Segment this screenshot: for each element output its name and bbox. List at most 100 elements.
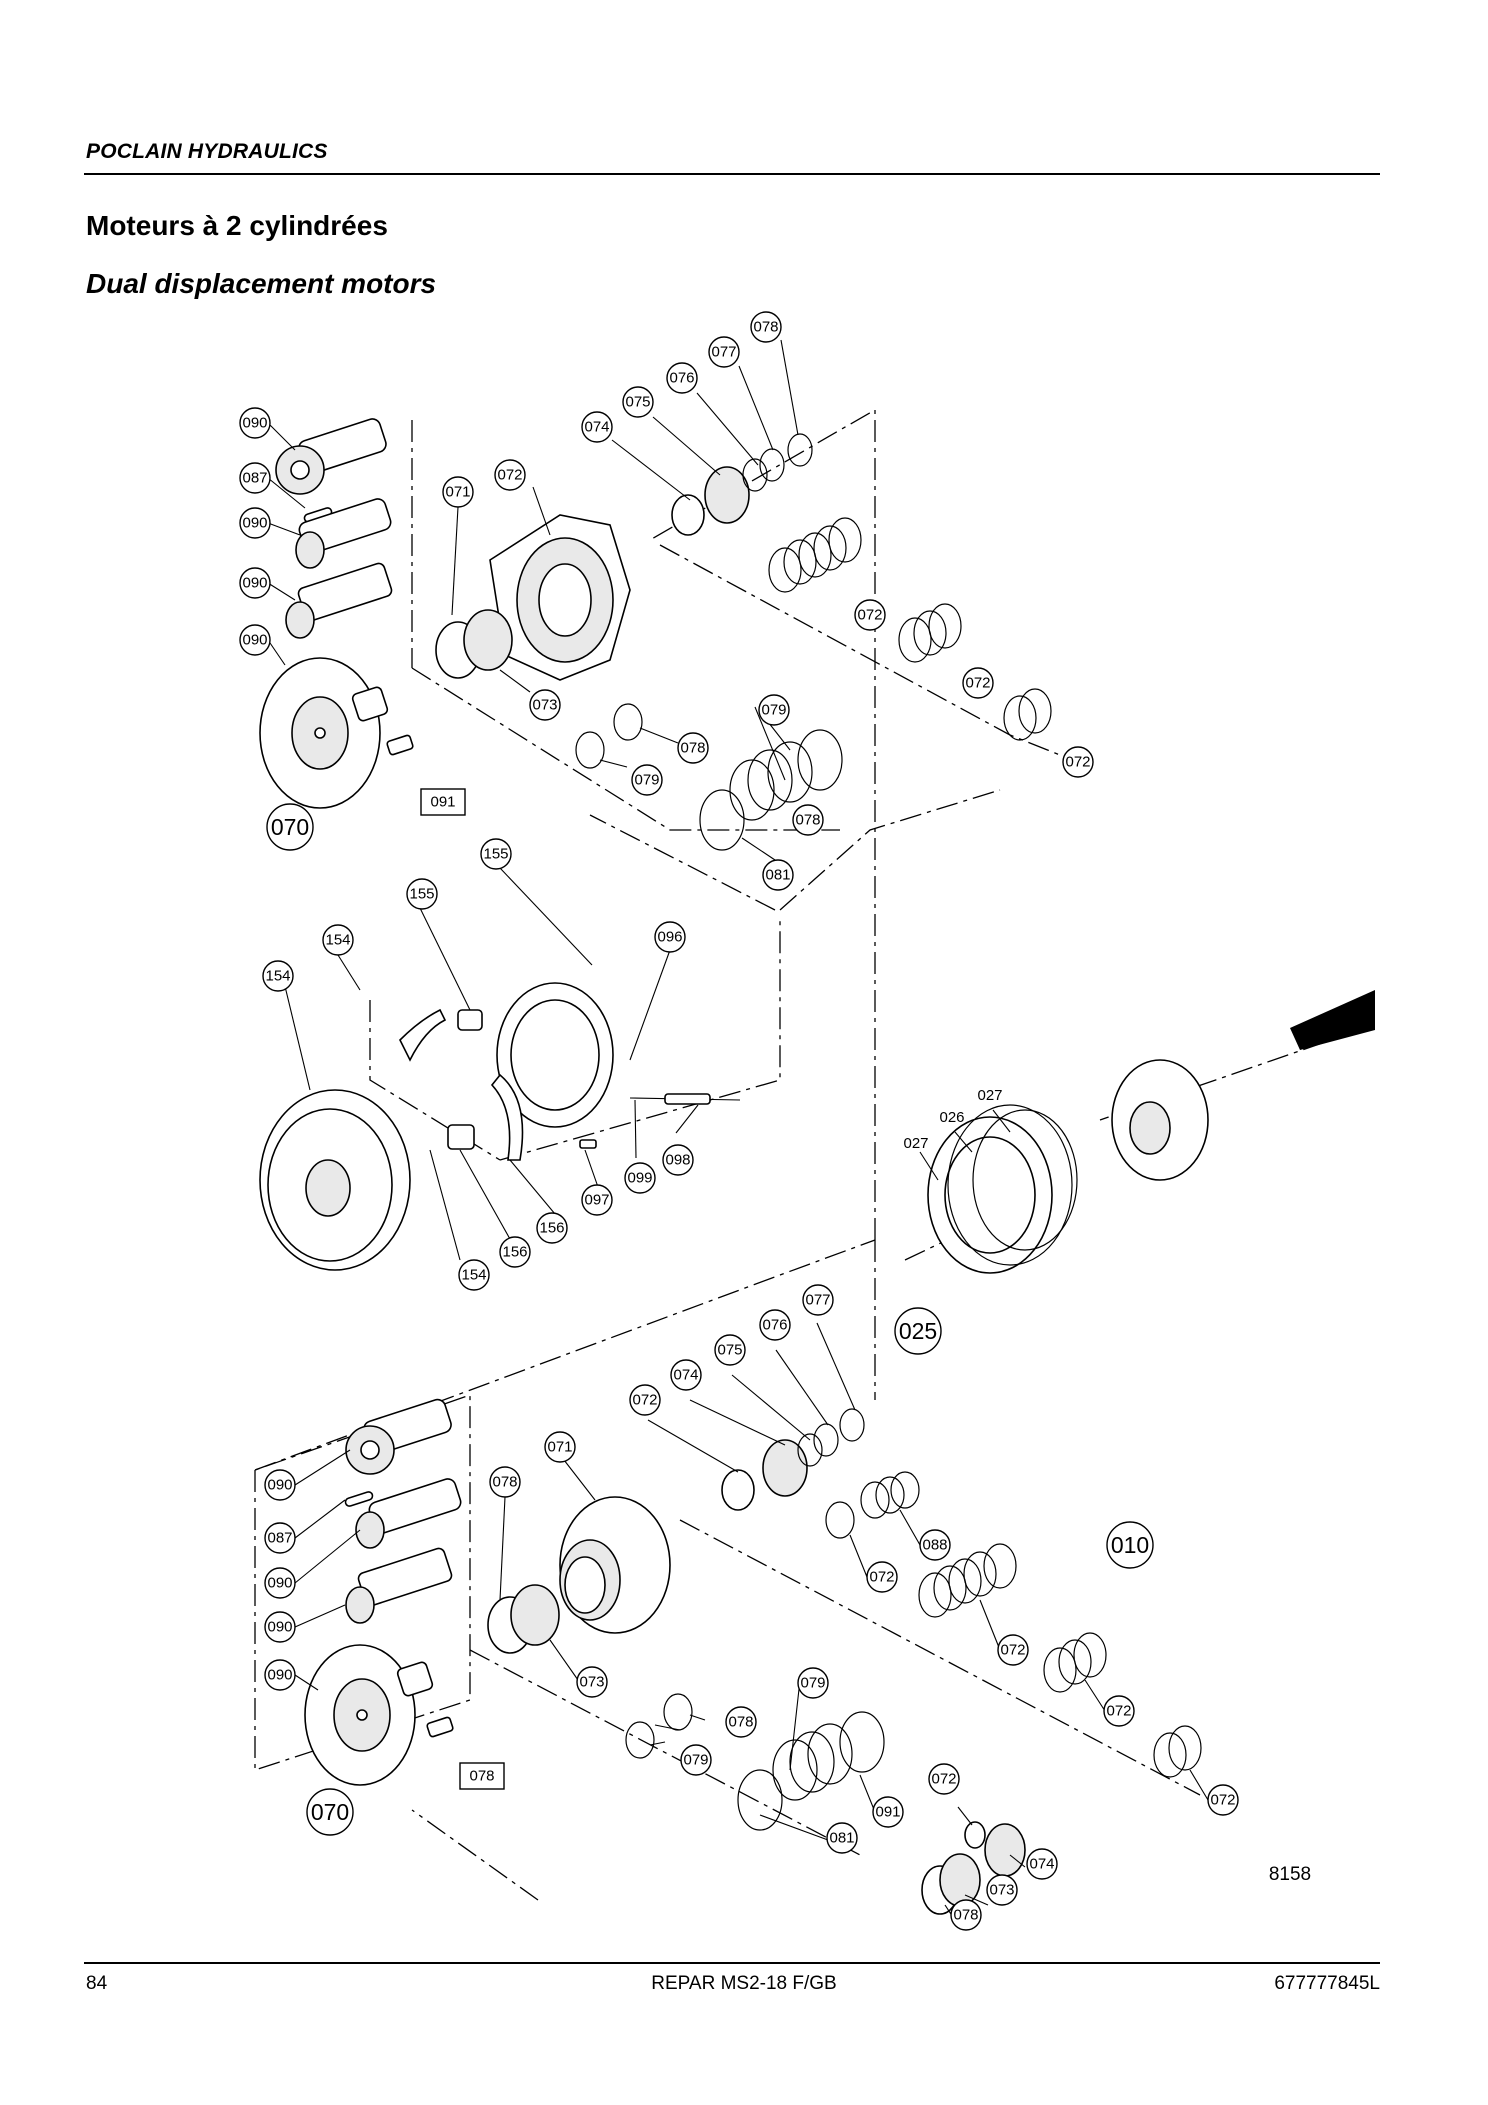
callout-label: 074 (673, 1367, 698, 1384)
callout-circle (758, 694, 790, 726)
callout-circle (239, 462, 271, 494)
callout-label: 078 (680, 740, 705, 757)
callout-label: 078 (795, 812, 820, 829)
callout-circle (725, 1706, 757, 1738)
bearing (463, 609, 513, 671)
callout-circle (264, 1659, 296, 1691)
callout-label: 071 (445, 484, 470, 501)
brake-shoe (399, 1008, 447, 1062)
callout-label: 073 (532, 697, 557, 714)
callout-label: 090 (267, 1667, 292, 1684)
cam-ring (927, 1104, 1073, 1274)
callout-label: 096 (657, 929, 682, 946)
lower-ring-stack (918, 1543, 1017, 1618)
callout-circle (919, 1529, 951, 1561)
callout-label: 072 (965, 675, 990, 692)
callout-circle (1103, 1695, 1135, 1727)
callout-circle (802, 1284, 834, 1316)
document-reference: 677777845L (1274, 1973, 1380, 1994)
document-title: REPAR MS2-18 F/GB (651, 1973, 837, 1994)
splined-shaft (295, 498, 392, 569)
callout-label: 154 (461, 1267, 486, 1284)
callout-label: 090 (267, 1477, 292, 1494)
piston-ring-stack-1 (768, 517, 862, 593)
callout-label: 098 (665, 1152, 690, 1169)
callout-label: 071 (547, 1439, 572, 1456)
callout-circle (826, 1822, 858, 1854)
callout-circle (536, 1212, 568, 1244)
splined-shaft-2 (285, 562, 393, 639)
cylinder (447, 1124, 475, 1150)
callout-label: 090 (267, 1619, 292, 1636)
callout-label: 074 (584, 419, 609, 436)
lower-ring-stack-2 (737, 1711, 885, 1831)
callout-circle (239, 407, 271, 439)
callout-circle (950, 1899, 982, 1931)
splined-shaft-lower-2 (345, 1547, 453, 1624)
callout-box (420, 788, 466, 816)
callout-label: 156 (539, 1220, 564, 1237)
callout-label: 090 (267, 1575, 292, 1592)
callout-circle (1062, 746, 1094, 778)
callout-circle (581, 411, 613, 443)
page-number: 84 (86, 1973, 108, 1994)
screw (386, 734, 414, 756)
lower-motor-parts (304, 1398, 1202, 1915)
assembly-group-label: 025 (899, 1318, 937, 1344)
callout-label: 090 (242, 632, 267, 649)
callout-label: 075 (717, 1342, 742, 1359)
callout-circle (622, 386, 654, 418)
callout-label: 097 (584, 1192, 609, 1209)
splined-shaft-lower (355, 1478, 462, 1549)
callout-circle (677, 732, 709, 764)
callout-circle (544, 1431, 576, 1463)
callout-circle (264, 1469, 296, 1501)
piston-ring-stack-2 (898, 603, 962, 663)
callout-circle (581, 1184, 613, 1216)
callout-circle (489, 1466, 521, 1498)
callout-circle (670, 1359, 702, 1391)
callout-label: 154 (325, 932, 350, 949)
callout-circle (494, 459, 526, 491)
callout-circle (1026, 1848, 1058, 1880)
callout-circle (631, 764, 663, 796)
callout-circle (714, 1334, 746, 1366)
callout-circle (629, 1384, 661, 1416)
callout-circle (458, 1259, 490, 1291)
callout-circle (264, 1567, 296, 1599)
callout-label: 077 (805, 1292, 830, 1309)
callout-circle (854, 599, 886, 631)
callout-label: 074 (1029, 1856, 1054, 1873)
callout-label: 154 (265, 968, 290, 985)
assembly-group-label: 010 (1111, 1532, 1149, 1558)
callout-label: 072 (497, 467, 522, 484)
callout-label: 087 (242, 470, 267, 487)
callout-label: 072 (1000, 1642, 1025, 1659)
leader-lines (267, 339, 1209, 1929)
ring (671, 494, 705, 536)
callout-label: 090 (242, 515, 267, 532)
brake-parts (259, 982, 741, 1271)
callout-circle (499, 1236, 531, 1268)
callout-label: 072 (931, 1771, 956, 1788)
callout-label: 072 (1106, 1703, 1131, 1720)
callout-label: 078 (492, 1474, 517, 1491)
callout-circle (264, 1522, 296, 1554)
bearing-74 (704, 466, 750, 524)
callout-circle (866, 1561, 898, 1593)
brake-plate (496, 982, 614, 1128)
pinion-shaft (275, 418, 387, 495)
callout-label: 078 (753, 319, 778, 336)
part-label: 026 (939, 1109, 964, 1126)
callout-box-label: 091 (430, 794, 455, 811)
callout-circle (576, 1666, 608, 1698)
figure-number: 8158 (1269, 1864, 1311, 1885)
callout-circle (239, 507, 271, 539)
callout-label: 079 (683, 1752, 708, 1769)
callout-label: 072 (857, 607, 882, 624)
exploded-parts-diagram: 0900870900900900710720740750760770780730… (239, 311, 1375, 1931)
callout-circle (759, 1309, 791, 1341)
callout-label: 090 (242, 575, 267, 592)
